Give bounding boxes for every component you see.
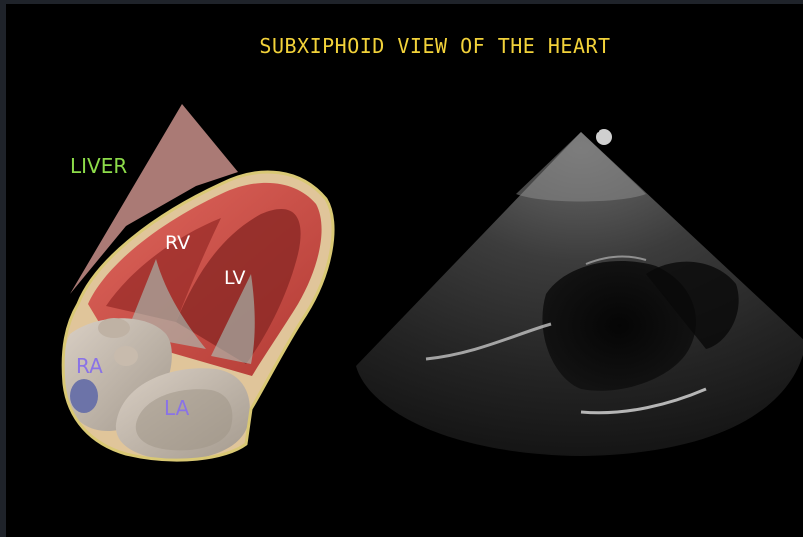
ra-vessel-2 (98, 318, 130, 338)
probe-marker-label: P (593, 128, 600, 138)
ultrasound-near-field (516, 132, 646, 202)
label-ra: RA (76, 354, 103, 378)
ra-vessel-3 (114, 346, 138, 366)
ra-vessel (70, 379, 98, 413)
image-frame: SUBXIPHOID VIEW OF THE HEART (6, 4, 803, 537)
label-lv: LV (224, 267, 246, 289)
label-rv: RV (165, 232, 190, 254)
illustration-canvas (6, 4, 803, 537)
label-la: LA (164, 396, 189, 420)
label-liver: LIVER (70, 154, 127, 178)
